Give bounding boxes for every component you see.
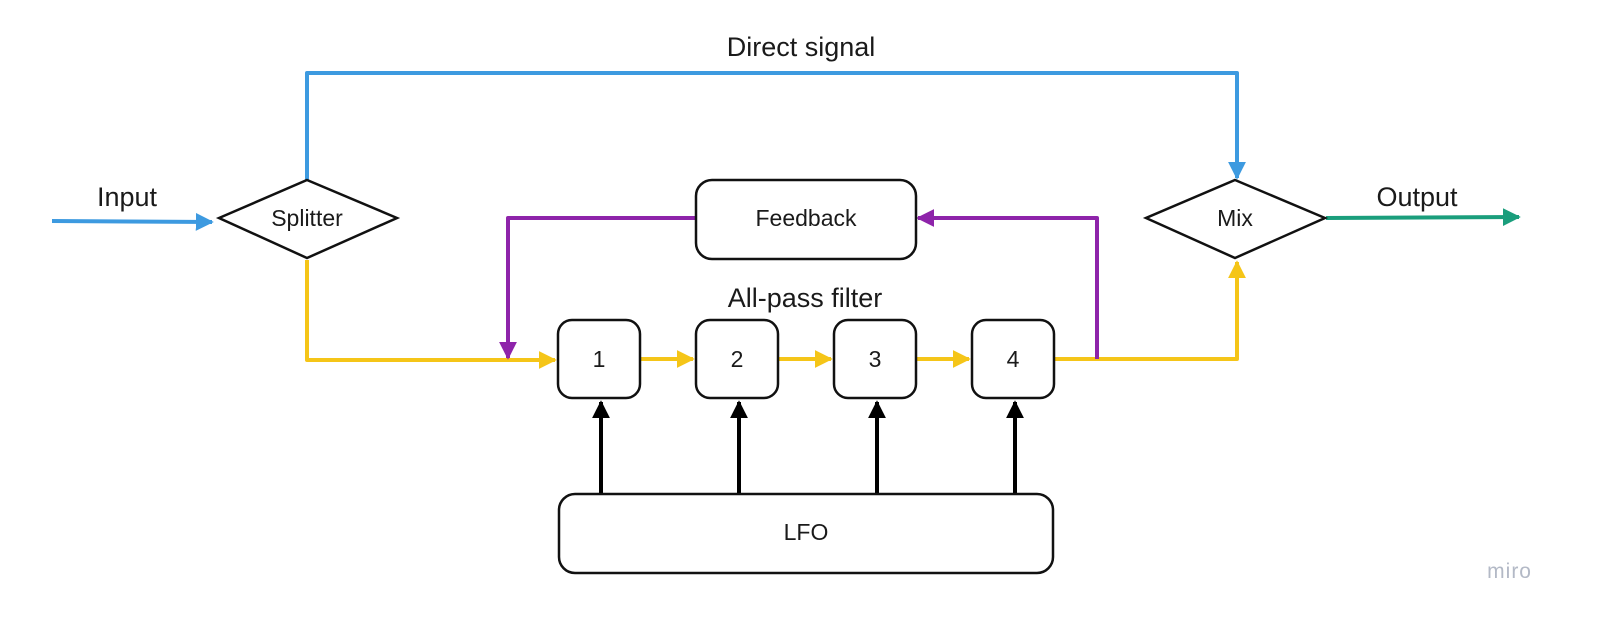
- direct-signal-connector: [305, 71, 1246, 180]
- stage-4-to-feedback-connector: [916, 209, 1099, 359]
- input-label: Input: [97, 182, 158, 212]
- splitter-node: Splitter: [215, 178, 401, 260]
- output-arrow: [1325, 208, 1521, 227]
- stage-2-label: 2: [731, 346, 744, 372]
- all-pass-stage-4: 4: [970, 318, 1056, 400]
- direct-signal-label: Direct signal: [727, 32, 876, 62]
- lfo-label: LFO: [784, 519, 829, 545]
- stage-4-to-mix-connector: [1055, 260, 1246, 361]
- feedback-return-connector: [499, 216, 696, 360]
- stage-1-label: 1: [593, 346, 606, 372]
- mix-node: Mix: [1142, 178, 1329, 260]
- mix-label: Mix: [1217, 205, 1253, 231]
- output-label: Output: [1376, 182, 1458, 212]
- feedback-node: Feedback: [694, 178, 918, 261]
- lfo-node: LFO: [557, 492, 1055, 575]
- input-arrow: [51, 212, 214, 231]
- splitter-to-stage-1-connector: [305, 260, 557, 369]
- feedback-label: Feedback: [755, 205, 857, 231]
- splitter-label: Splitter: [271, 205, 343, 231]
- miro-watermark: miro: [1487, 560, 1532, 583]
- stage-4-label: 4: [1007, 346, 1020, 372]
- all-pass-filter-label: All-pass filter: [728, 283, 883, 313]
- stage-3-label: 3: [869, 346, 882, 372]
- all-pass-stage-2: 2: [694, 318, 780, 400]
- all-pass-stage-3: 3: [832, 318, 918, 400]
- all-pass-stage-1: 1: [556, 318, 642, 400]
